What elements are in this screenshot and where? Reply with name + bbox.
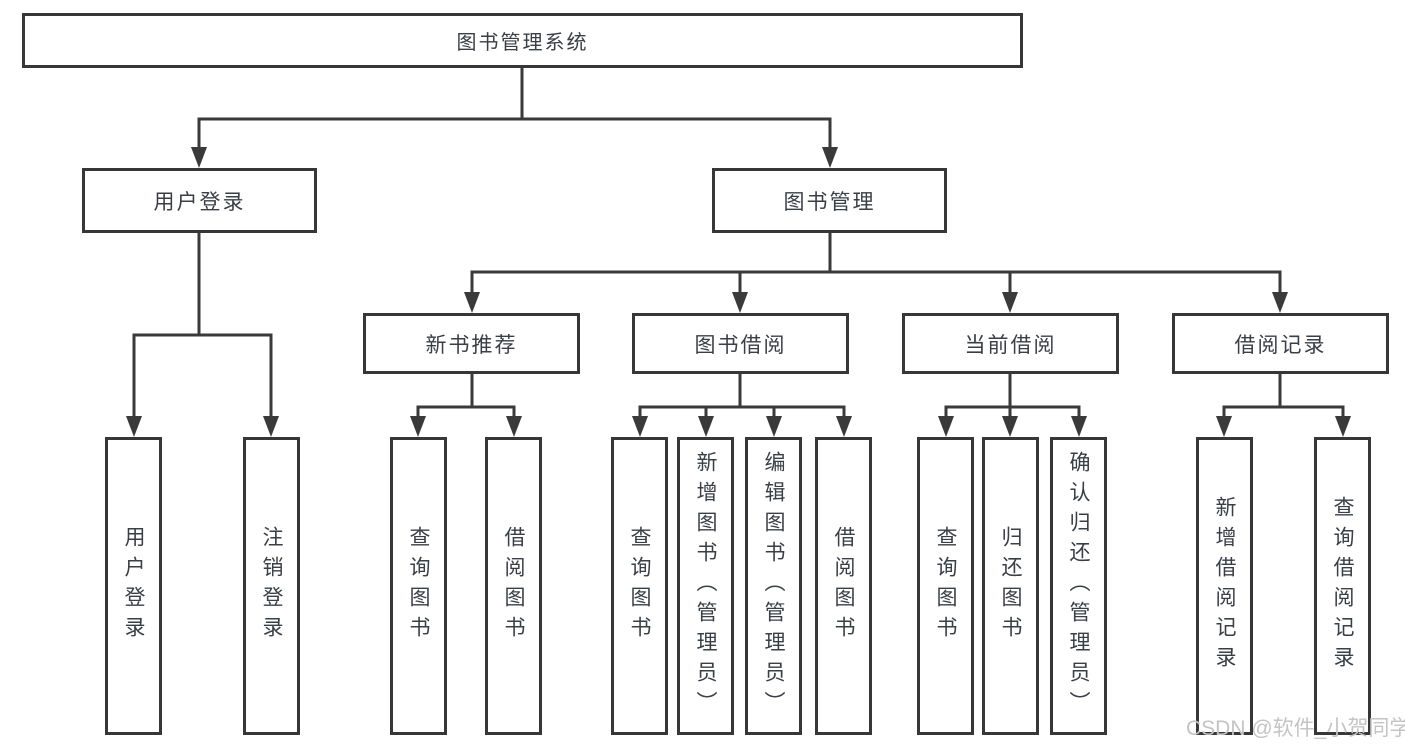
- arrow-down-icon: [1272, 292, 1288, 313]
- arrow-down-icon: [1335, 416, 1351, 437]
- node-new-book-recommend-label: 新书推荐: [425, 333, 518, 357]
- leaf-query-borrow-record-label: 查询借阅记录: [1331, 496, 1354, 676]
- arrow-down-icon: [766, 416, 782, 437]
- leaf-edit-books-admin: 编辑图书（管理员）: [745, 437, 802, 735]
- arrow-down-icon: [732, 292, 748, 313]
- arrow-down-icon: [1002, 292, 1018, 313]
- arrow-down-icon: [938, 416, 954, 437]
- arrow-down-icon: [822, 147, 838, 168]
- node-root: 图书管理系统: [22, 13, 1023, 68]
- node-book-management-branch-label: 图书管理: [783, 190, 876, 214]
- leaf-user-login-label: 用户登录: [122, 526, 145, 646]
- node-book-borrow: 图书借阅: [632, 313, 849, 374]
- leaf-query-books-2-label: 查询图书: [628, 526, 651, 646]
- leaf-query-books-1: 查询图书: [390, 437, 447, 735]
- leaf-user-login: 用户登录: [105, 437, 162, 735]
- arrow-down-icon: [263, 416, 279, 437]
- arrow-down-icon: [506, 416, 522, 437]
- node-current-borrow: 当前借阅: [902, 313, 1119, 374]
- connector-mgmt-split: [470, 229, 1282, 297]
- connector-login-split: [132, 230, 273, 421]
- arrow-down-icon: [1071, 416, 1087, 437]
- connector-records-split: [1222, 372, 1345, 421]
- connector-root-split: [197, 64, 832, 152]
- leaf-query-borrow-record: 查询借阅记录: [1314, 437, 1371, 735]
- connector-borrow-split: [638, 372, 846, 421]
- leaf-logout-label: 注销登录: [260, 526, 283, 646]
- leaf-confirm-return-admin: 确认归还（管理员）: [1050, 437, 1107, 735]
- leaf-add-borrow-record-label: 新增借阅记录: [1213, 496, 1236, 676]
- arrow-down-icon: [698, 416, 714, 437]
- arrow-down-icon: [126, 416, 142, 437]
- node-book-borrow-label: 图书借阅: [694, 333, 787, 357]
- leaf-add-borrow-record: 新增借阅记录: [1196, 437, 1253, 735]
- node-book-management-branch: 图书管理: [712, 168, 947, 233]
- leaf-query-books-3: 查询图书: [917, 437, 974, 735]
- leaf-query-books-1-label: 查询图书: [407, 526, 430, 646]
- leaf-add-books-admin-label: 新增图书（管理员）: [694, 451, 717, 721]
- node-borrow-records-label: 借阅记录: [1234, 333, 1327, 357]
- connector-current-split: [944, 372, 1081, 421]
- node-user-login-branch-label: 用户登录: [153, 190, 246, 214]
- leaf-query-books-3-label: 查询图书: [934, 526, 957, 646]
- arrow-down-icon: [632, 416, 648, 437]
- leaf-query-books-2: 查询图书: [611, 437, 668, 735]
- leaf-confirm-return-admin-label: 确认归还（管理员）: [1067, 451, 1090, 721]
- leaf-borrow-books-1: 借阅图书: [485, 437, 542, 735]
- leaf-return-books-label: 归还图书: [999, 526, 1022, 646]
- leaf-logout: 注销登录: [243, 437, 300, 735]
- arrow-down-icon: [410, 416, 426, 437]
- arrow-down-icon: [191, 147, 207, 168]
- arrowheads: [126, 147, 1351, 437]
- node-current-borrow-label: 当前借阅: [964, 333, 1057, 357]
- node-user-login-branch: 用户登录: [82, 168, 317, 233]
- leaf-add-books-admin: 新增图书（管理员）: [677, 437, 734, 735]
- node-borrow-records: 借阅记录: [1172, 313, 1389, 374]
- arrow-down-icon: [1216, 416, 1232, 437]
- node-new-book-recommend: 新书推荐: [363, 313, 580, 374]
- leaf-borrow-books-2: 借阅图书: [815, 437, 872, 735]
- arrow-down-icon: [1002, 416, 1018, 437]
- arrow-down-icon: [836, 416, 852, 437]
- connector-newbook-split: [416, 372, 516, 421]
- node-root-label: 图书管理系统: [456, 32, 589, 54]
- arrow-down-icon: [464, 292, 480, 313]
- leaf-edit-books-admin-label: 编辑图书（管理员）: [762, 451, 785, 721]
- leaf-borrow-books-2-label: 借阅图书: [832, 526, 855, 646]
- leaf-borrow-books-1-label: 借阅图书: [502, 526, 525, 646]
- leaf-return-books: 归还图书: [982, 437, 1039, 735]
